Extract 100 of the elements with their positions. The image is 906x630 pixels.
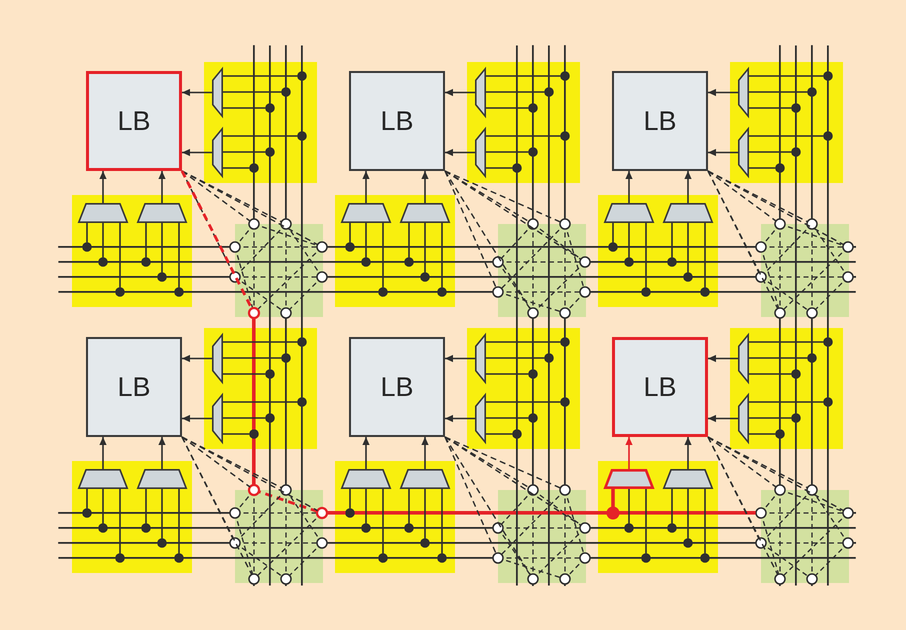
input-wire — [223, 429, 259, 439]
input-wire — [486, 413, 538, 423]
arrow — [421, 437, 429, 469]
input-wire — [437, 223, 447, 297]
switch-box — [492, 218, 591, 319]
block-label: LB — [643, 108, 677, 134]
connector-line — [444, 436, 561, 489]
input-wire — [157, 223, 167, 282]
multiplexer-symbol — [475, 68, 486, 117]
input-wire — [486, 87, 554, 97]
connector-line — [444, 170, 531, 310]
input-wire — [223, 131, 307, 141]
connector-line — [444, 436, 531, 576]
arrow — [684, 171, 692, 203]
input-wire — [345, 223, 355, 252]
input-wire — [437, 489, 447, 563]
input-wire — [378, 489, 388, 563]
input-wire — [223, 397, 307, 407]
input-wire — [486, 353, 554, 363]
connector-line — [444, 170, 582, 260]
arrow — [182, 414, 212, 422]
switch-box — [755, 218, 854, 319]
routing-track — [252, 318, 256, 485]
input-wire — [174, 223, 184, 297]
input-wire — [486, 369, 538, 379]
input-wire — [223, 103, 275, 113]
input-wire — [157, 489, 167, 548]
input-wire — [749, 87, 817, 97]
connector-line — [444, 170, 497, 288]
input-wire — [141, 489, 151, 533]
input-wire — [420, 489, 430, 548]
input-wire — [223, 71, 307, 81]
input-wire — [82, 223, 92, 252]
switch-box — [229, 484, 328, 585]
input-wire — [749, 337, 833, 347]
input-wire — [749, 413, 801, 423]
connector-line — [444, 436, 497, 554]
block-label: LB — [643, 374, 677, 400]
input-wire — [115, 489, 125, 563]
input-wire — [683, 223, 693, 282]
arrow — [99, 437, 107, 469]
input-wire — [223, 163, 259, 173]
block-label: LB — [380, 108, 414, 134]
input-wire — [141, 223, 151, 267]
input-wire — [641, 489, 651, 563]
input-wire — [749, 397, 833, 407]
arrow — [625, 171, 633, 203]
input-wire — [749, 369, 801, 379]
arrow — [182, 148, 212, 156]
input-wire — [749, 103, 801, 113]
input-wire — [700, 223, 710, 297]
multiplexer-symbol — [212, 68, 223, 117]
input-wire — [486, 103, 538, 113]
input-wire — [624, 223, 634, 267]
input-wire — [608, 223, 618, 252]
input-wire — [749, 353, 817, 363]
multiplexer-symbol — [475, 128, 486, 177]
input-wire — [223, 87, 291, 97]
arrow — [708, 414, 738, 422]
connector-line — [708, 436, 776, 488]
logic-block — [349, 337, 445, 437]
logic-block — [612, 337, 708, 437]
input-wire — [420, 223, 430, 282]
routing-track — [327, 511, 756, 515]
connector-line — [444, 436, 582, 526]
arrow — [99, 171, 107, 203]
switch-box — [229, 218, 328, 319]
input-wire — [115, 223, 125, 297]
multiplexer-symbol — [212, 128, 223, 177]
input-wire — [749, 131, 833, 141]
input-wire — [361, 489, 371, 533]
input-wire — [223, 413, 275, 423]
input-wire — [624, 489, 634, 533]
logic-block — [86, 71, 182, 171]
input-wire — [641, 223, 651, 297]
arrow — [421, 171, 429, 203]
input-wire — [82, 489, 92, 518]
input-wire — [749, 71, 833, 81]
input-wire — [378, 223, 388, 297]
arrow — [708, 354, 738, 362]
input-wire — [749, 147, 801, 157]
input-wire — [606, 489, 620, 520]
switch-box — [755, 484, 854, 585]
input-wire — [749, 163, 785, 173]
input-wire — [361, 223, 371, 267]
input-wire — [667, 223, 677, 267]
input-wire — [174, 489, 184, 563]
arrow — [708, 148, 738, 156]
input-wire — [667, 489, 677, 533]
connector-line — [182, 436, 250, 488]
arrow — [362, 437, 370, 469]
input-wire — [486, 131, 570, 141]
input-wire — [98, 489, 108, 533]
arrow — [362, 171, 370, 203]
multiplexer-symbol — [212, 394, 223, 443]
input-wire — [404, 223, 414, 267]
input-wire — [345, 489, 355, 518]
arrow — [182, 354, 212, 362]
input-wire — [223, 147, 275, 157]
connector-line — [708, 170, 776, 222]
